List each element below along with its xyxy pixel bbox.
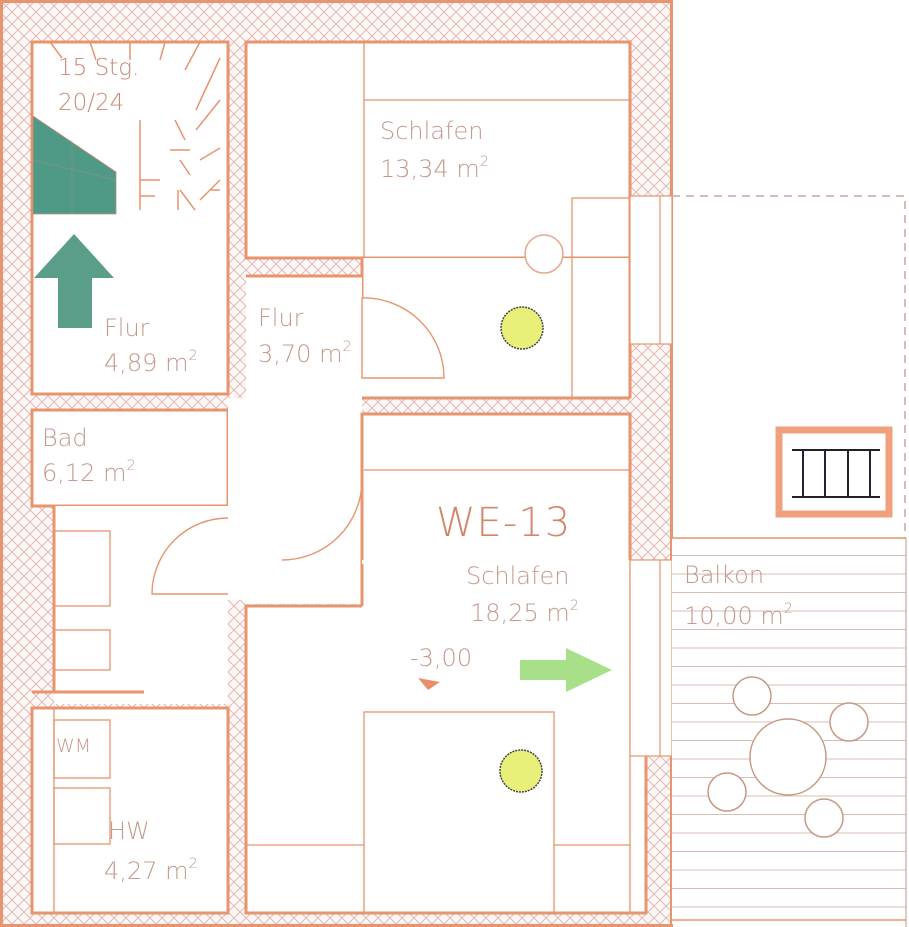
unit-id-label: WE-13 xyxy=(436,500,572,546)
room-name-bad: Bad xyxy=(42,424,88,452)
roof-outline xyxy=(672,195,906,540)
room-area-schlafen-2: 18,25 m2 xyxy=(470,598,579,627)
room-name-schlafen-1: Schlafen xyxy=(380,117,484,145)
stair-fill xyxy=(32,115,117,215)
ceiling-outlet-icon xyxy=(524,234,564,274)
light-fixture-icon xyxy=(500,306,544,350)
elevation-marker-icon xyxy=(418,678,440,690)
room-name-hw: HW xyxy=(108,817,150,845)
room-area-flur-1: 4,89 m2 xyxy=(104,348,198,377)
room-name-balkon: Balkon xyxy=(684,561,765,589)
doors xyxy=(151,297,445,595)
room-area-bad: 6,12 m2 xyxy=(42,458,136,487)
stair-icon xyxy=(49,41,221,211)
railing-icon xyxy=(775,426,893,518)
washing-machine-label: WM xyxy=(56,735,92,757)
stair-ratio-label: 20/24 xyxy=(58,90,125,116)
room-area-schlafen-1: 13,34 m2 xyxy=(380,154,489,183)
room-name-schlafen-2: Schlafen xyxy=(466,562,570,590)
room-name-flur-1: Flur xyxy=(104,314,150,342)
balcony-arrow-right-icon xyxy=(520,648,612,692)
table-chairs-icon xyxy=(707,676,869,838)
elevation-label: -3,00 xyxy=(410,644,473,672)
room-name-flur-2: Flur xyxy=(258,304,304,332)
light-fixture-icon xyxy=(499,749,543,793)
room-area-hw: 4,27 m2 xyxy=(104,856,198,885)
room-area-flur-2: 3,70 m2 xyxy=(258,339,352,368)
room-area-balkon: 10,00 m2 xyxy=(684,601,793,630)
stair-steps-label: 15 Stg. xyxy=(58,55,140,81)
entry-arrow-up-icon xyxy=(34,234,114,328)
windows xyxy=(629,195,673,757)
